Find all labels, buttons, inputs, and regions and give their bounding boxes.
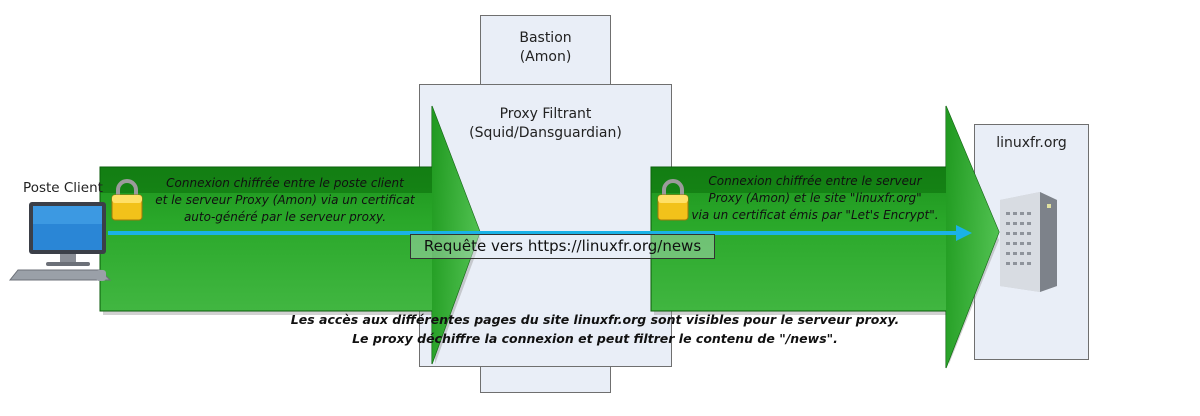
computer-icon [8,202,112,281]
proxy-subtitle: (Squid/Dansguardian) [469,125,622,141]
right-tunnel-line2: Proxy (Amon) et le site "linuxfr.org" [708,191,922,205]
right-tunnel-line3: via un certificat émis par "Let's Encryp… [691,208,939,222]
padlock-icon [111,179,143,221]
right-tunnel-line1: Connexion chiffrée entre le serveur [708,174,922,188]
left-tunnel-line3: auto-généré par le serveur proxy. [183,210,387,224]
left-tunnel-line2: et le serveur Proxy (Amon) via un certif… [155,193,415,207]
padlock-icon [657,179,689,221]
left-tunnel-line1: Connexion chiffrée entre le poste client [166,176,404,190]
request-line [108,225,972,241]
client-title: Poste Client [23,180,103,196]
right-tunnel-arrow [650,105,1000,369]
site-title: linuxfr.org [996,135,1067,151]
proxy-title: Proxy Filtrant [499,106,592,122]
footnote-line2: Le proxy déchiffre la connexion et peut … [352,331,838,346]
footnote-line1: Les accès aux différentes pages du site … [290,312,900,327]
bastion-subtitle: (Amon) [519,49,572,65]
bastion-title: Bastion [519,30,572,46]
server-icon [1000,192,1057,292]
request-label: Requête vers https://linuxfr.org/news [410,234,715,259]
